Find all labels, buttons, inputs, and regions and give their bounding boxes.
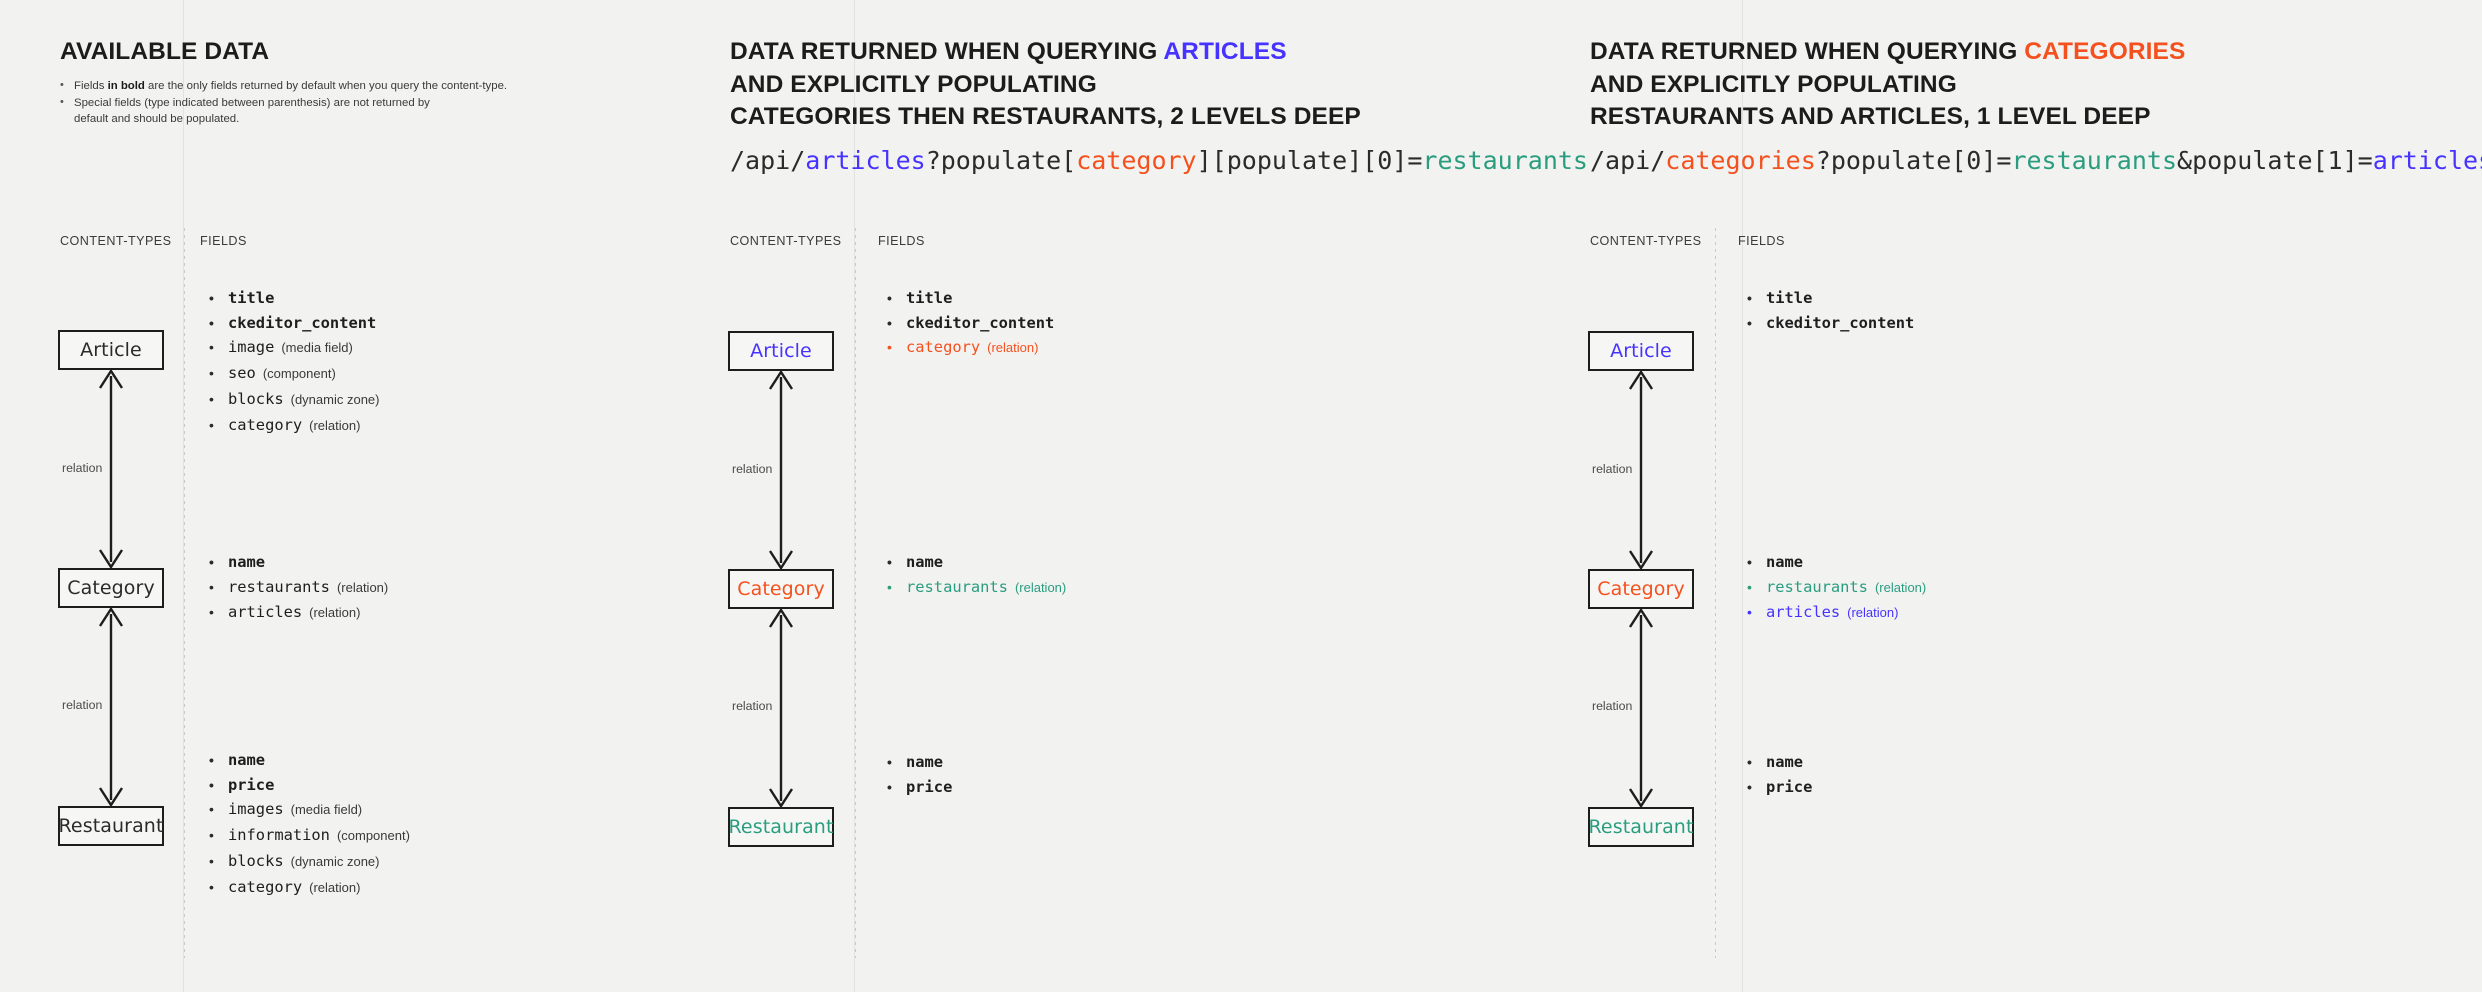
field-item: restaurants(relation) — [1744, 575, 1926, 601]
fields-article-3: title ckeditor_content — [1744, 286, 1914, 335]
fields-article-2: title ckeditor_content category(relation… — [884, 286, 1054, 361]
page-title: AVAILABLE DATA — [60, 38, 270, 65]
sublabel-fields-2: FIELDS — [878, 234, 925, 248]
panel-3-heading: DATA RETURNED WHEN QUERYING CATEGORIES A… — [1590, 36, 2482, 134]
panel-query-articles: DATA RETURNED WHEN QUERYING ARTICLES AND… — [690, 0, 1588, 992]
field-item: blocks(dynamic zone) — [206, 849, 410, 875]
fields-restaurant-3: name price — [1744, 750, 1812, 799]
fields-category-1: name restaurants(relation) articles(rela… — [206, 550, 388, 626]
panel-2-inner-divider — [855, 228, 856, 958]
field-item: category(relation) — [884, 335, 1054, 361]
field-item: name — [206, 748, 410, 773]
connector-label-relation-3b: relation — [1592, 699, 1633, 713]
field-item: title — [1744, 286, 1914, 311]
field-item: information(component) — [206, 823, 410, 849]
field-item: ckeditor_content — [1744, 311, 1914, 336]
field-item: title — [884, 286, 1054, 311]
field-item: restaurants(relation) — [206, 575, 388, 601]
panel-2-title: DATA RETURNED WHEN QUERYING ARTICLES AND… — [730, 38, 1361, 130]
field-item: ckeditor_content — [206, 311, 379, 336]
field-item: images(media field) — [206, 797, 410, 823]
connector-article-category-3 — [1628, 369, 1654, 571]
field-item: name — [206, 550, 388, 575]
panel-3-inner-divider — [1715, 228, 1716, 958]
field-item: price — [884, 775, 952, 800]
field-item: restaurants(relation) — [884, 575, 1066, 601]
field-item: category(relation) — [206, 413, 379, 439]
legend-note-1: Fields in bold are the only fields retur… — [58, 77, 618, 95]
sublabel-fields-3: FIELDS — [1738, 234, 1785, 248]
connector-label-relation-1b: relation — [62, 698, 103, 712]
field-item: seo(component) — [206, 361, 379, 387]
connector-label-relation-2b: relation — [732, 699, 773, 713]
node-article-1[interactable]: Article — [58, 330, 164, 370]
connector-article-category-1 — [98, 368, 124, 570]
api-query-articles: /api/articles?populate[category][populat… — [730, 146, 1588, 175]
field-item: name — [1744, 550, 1926, 575]
connector-category-restaurant-2 — [768, 607, 794, 809]
connector-category-restaurant-3 — [1628, 607, 1654, 809]
field-item: category(relation) — [206, 875, 410, 901]
fields-restaurant-1: name price images(media field) informati… — [206, 748, 410, 900]
panel-3-title: DATA RETURNED WHEN QUERYING CATEGORIES A… — [1590, 38, 2186, 130]
sublabel-content-types-2: CONTENT-TYPES — [730, 234, 842, 248]
accent-categories: CATEGORIES — [2024, 38, 2186, 65]
fields-category-3: name restaurants(relation) articles(rela… — [1744, 550, 1926, 626]
fields-category-2: name restaurants(relation) — [884, 550, 1066, 600]
column-separator-3 — [1742, 0, 1743, 992]
panel-available-data: AVAILABLE DATA Fields in bold are the on… — [0, 0, 850, 992]
field-item: name — [1744, 750, 1812, 775]
connector-article-category-2 — [768, 369, 794, 571]
accent-articles: ARTICLES — [1163, 38, 1287, 65]
node-restaurant-3[interactable]: Restaurant — [1588, 807, 1694, 847]
field-item: ckeditor_content — [884, 311, 1054, 336]
connector-label-relation-2a: relation — [732, 462, 773, 476]
node-category-1[interactable]: Category — [58, 568, 164, 608]
field-item: price — [1744, 775, 1812, 800]
field-item: articles(relation) — [206, 600, 388, 626]
connector-category-restaurant-1 — [98, 606, 124, 808]
node-category-2[interactable]: Category — [728, 569, 834, 609]
field-item: blocks(dynamic zone) — [206, 387, 379, 413]
sublabel-content-types-1: CONTENT-TYPES — [60, 234, 172, 248]
panel-1-heading: AVAILABLE DATA — [60, 36, 840, 69]
panel-1-inner-divider — [184, 228, 185, 958]
node-article-3[interactable]: Article — [1588, 331, 1694, 371]
fields-restaurant-2: name price — [884, 750, 952, 799]
field-item: name — [884, 750, 952, 775]
connector-label-relation-3a: relation — [1592, 462, 1633, 476]
node-restaurant-2[interactable]: Restaurant — [728, 807, 834, 847]
fields-article-1: title ckeditor_content image(media field… — [206, 286, 379, 438]
node-restaurant-1[interactable]: Restaurant — [58, 806, 164, 846]
column-separator-2 — [854, 0, 855, 992]
field-item: image(media field) — [206, 335, 379, 361]
node-article-2[interactable]: Article — [728, 331, 834, 371]
column-separator-1 — [183, 0, 184, 992]
field-item: title — [206, 286, 379, 311]
api-query-categories: /api/categories?populate[0]=restaurants&… — [1590, 146, 2482, 175]
panel-query-categories: DATA RETURNED WHEN QUERYING CATEGORIES A… — [1550, 0, 2482, 992]
sublabel-fields-1: FIELDS — [200, 234, 247, 248]
field-item: articles(relation) — [1744, 600, 1926, 626]
field-item: price — [206, 773, 410, 798]
field-item: name — [884, 550, 1066, 575]
connector-label-relation-1a: relation — [62, 461, 103, 475]
panel-2-heading: DATA RETURNED WHEN QUERYING ARTICLES AND… — [730, 36, 1510, 134]
legend-notes: Fields in bold are the only fields retur… — [58, 77, 618, 128]
legend-note-2: Special fields (type indicated between p… — [58, 94, 449, 128]
node-category-3[interactable]: Category — [1588, 569, 1694, 609]
sublabel-content-types-3: CONTENT-TYPES — [1590, 234, 1702, 248]
